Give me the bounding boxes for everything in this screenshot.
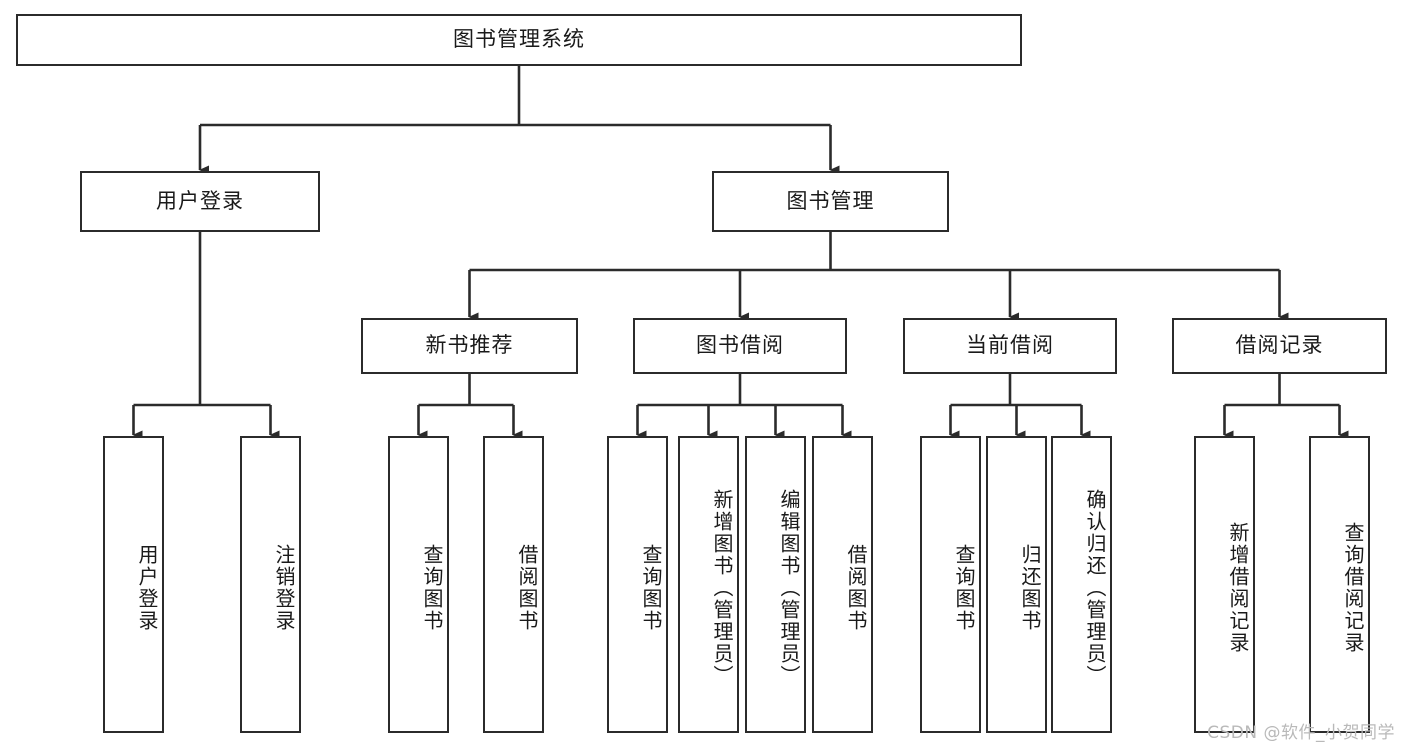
node-label: 借阅图书	[515, 543, 539, 632]
node-new-book-recommend[interactable]: 新书推荐	[361, 318, 578, 374]
node-leaf-borrow-book-1[interactable]: 借阅图书	[483, 436, 544, 733]
node-book-borrow[interactable]: 图书借阅	[633, 318, 847, 374]
node-label: 当前借阅	[966, 333, 1054, 358]
node-leaf-query-book-3[interactable]: 查询图书	[920, 436, 981, 733]
node-leaf-edit-book[interactable]: 编辑图书（管理员）	[745, 436, 806, 733]
node-label: 确认归还（管理员）	[1083, 488, 1107, 687]
node-leaf-query-book-2[interactable]: 查询图书	[607, 436, 668, 733]
node-borrow-record[interactable]: 借阅记录	[1172, 318, 1387, 374]
node-leaf-return-book[interactable]: 归还图书	[986, 436, 1047, 733]
node-label: 编辑图书（管理员）	[777, 488, 801, 687]
node-label: 借阅记录	[1235, 333, 1324, 358]
node-label: 查询图书	[420, 543, 444, 632]
node-label: 借阅图书	[844, 543, 868, 632]
node-label: 图书借阅	[696, 333, 784, 358]
node-leaf-borrow-book-2[interactable]: 借阅图书	[812, 436, 873, 733]
node-leaf-confirm-return[interactable]: 确认归还（管理员）	[1051, 436, 1112, 733]
node-label: 新书推荐	[425, 333, 514, 358]
node-leaf-add-record[interactable]: 新增借阅记录	[1194, 436, 1255, 733]
node-leaf-add-book[interactable]: 新增图书（管理员）	[678, 436, 739, 733]
node-label: 图书管理系统	[453, 27, 585, 52]
node-leaf-logout[interactable]: 注销登录	[240, 436, 301, 733]
node-label: 归还图书	[1018, 543, 1042, 632]
node-book-manage[interactable]: 图书管理	[712, 171, 949, 232]
node-current-borrow[interactable]: 当前借阅	[903, 318, 1117, 374]
node-label: 查询图书	[952, 543, 976, 632]
node-label: 用户登录	[156, 188, 244, 213]
node-label: 查询借阅记录	[1341, 521, 1365, 654]
node-leaf-query-book-1[interactable]: 查询图书	[388, 436, 449, 733]
node-label: 新增图书（管理员）	[710, 488, 734, 687]
node-leaf-user-login[interactable]: 用户登录	[103, 436, 164, 733]
node-root[interactable]: 图书管理系统	[16, 14, 1022, 66]
node-label: 用户登录	[135, 543, 159, 632]
node-label: 新增借阅记录	[1226, 521, 1250, 654]
node-user-login[interactable]: 用户登录	[80, 171, 320, 232]
node-leaf-query-record[interactable]: 查询借阅记录	[1309, 436, 1370, 733]
node-label: 查询图书	[639, 543, 663, 632]
watermark-text: CSDN @软件_小贺同学	[1207, 723, 1395, 743]
node-label: 图书管理	[786, 188, 875, 213]
node-label: 注销登录	[272, 543, 296, 632]
